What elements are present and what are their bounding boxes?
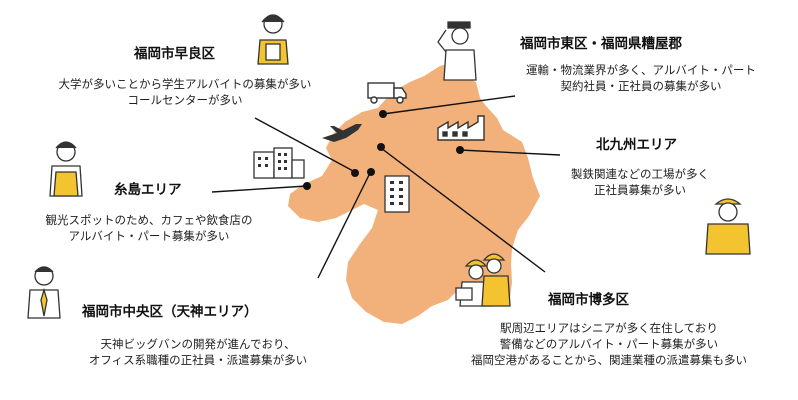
connector-higashi [382, 95, 516, 115]
dot-higashi [379, 110, 387, 118]
worker-yellow-uniform-icon [705, 198, 751, 255]
itoshima-title: 糸島エリア [114, 182, 182, 198]
chuo-line-2: オフィス系職種の正社員・派遣募集が多い [88, 353, 308, 367]
waiter-person-icon [49, 141, 83, 197]
kitakyushu-line-1: 製鉄関連などの工場が多く [571, 167, 709, 181]
chuo-description: 天神ビッグバンの開発が進んでおり、 オフィス系職種の正社員・派遣募集が多い [48, 336, 348, 368]
dot-kitakyushu [456, 146, 464, 154]
itoshima-line-2: アルバイト・パート募集が多い [68, 229, 230, 243]
higashi-title: 福岡市東区・福岡県糟屋郡 [520, 36, 682, 52]
sawara-title: 福岡市早良区 [134, 46, 215, 62]
sawara-line-2: コールセンターが多い [127, 93, 243, 107]
chuo-title: 福岡市中央区（天神エリア） [82, 304, 258, 320]
connector-chuo [317, 172, 371, 279]
hakata-title: 福岡市博多区 [548, 292, 629, 308]
connector-hakata [380, 147, 546, 273]
kitakyushu-title: 北九州エリア [596, 137, 677, 153]
chuo-line-1: 天神ビッグバンの開発が進んでおり、 [100, 337, 296, 351]
connector-lines [211, 95, 561, 279]
kitakyushu-description: 製鉄関連などの工場が多く 正社員募集が多い [552, 166, 728, 198]
truck-icon [367, 82, 407, 104]
connector-kitakyushu [459, 149, 561, 156]
dot-sawara [351, 169, 359, 177]
construction-workers-icon [455, 253, 511, 307]
location-dots [303, 110, 464, 190]
student-person-icon [257, 14, 289, 65]
dot-itoshima [303, 182, 311, 190]
kitakyushu-line-2: 正社員募集が多い [594, 183, 686, 197]
higashi-description: 運輸・物流業界が多く、アルバイト・パート 契約社員・正社員の募集が多い [494, 62, 788, 94]
factory-icon [437, 115, 485, 141]
office-building-icon [253, 147, 305, 179]
dot-hakata [377, 143, 385, 151]
businessman-icon [27, 266, 61, 319]
dot-chuo [367, 168, 375, 176]
tall-building-icon [384, 175, 410, 213]
connector-itoshima [211, 185, 308, 193]
worker-saluting-icon [437, 21, 477, 81]
higashi-line-2: 契約社員・正社員の募集が多い [560, 79, 722, 93]
hakata-line-2: 警備などのアルバイト・パート募集が多い [499, 337, 719, 351]
itoshima-line-1: 観光スポットのため、カフェや飲食店の [45, 213, 253, 227]
sawara-description: 大学が多いことから学生アルバイトの募集が多い コールセンターが多い [28, 76, 342, 108]
airplane-icon [322, 124, 362, 142]
sawara-line-1: 大学が多いことから学生アルバイトの募集が多い [58, 77, 312, 91]
hakata-line-3: 福岡空港があることから、関連業種の派遣募集も多い [471, 353, 747, 367]
hakata-line-1: 駅周辺エリアはシニアが多く在住しており [500, 321, 718, 335]
hakata-description: 駅周辺エリアはシニアが多く在住しており 警備などのアルバイト・パート募集が多い … [430, 320, 788, 368]
higashi-line-1: 運輸・物流業界が多く、アルバイト・パート [526, 63, 756, 77]
itoshima-description: 観光スポットのため、カフェや飲食店の アルバイト・パート募集が多い [14, 212, 284, 244]
connector-sawara [254, 117, 356, 173]
